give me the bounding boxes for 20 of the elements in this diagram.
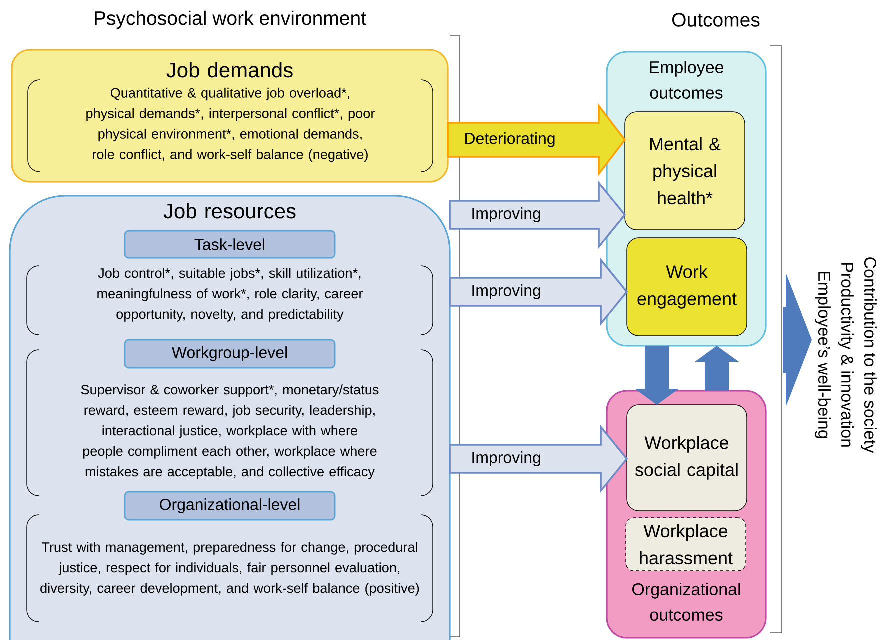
section-heading: Outcomes — [672, 13, 760, 27]
outcome-box: Work engagement — [626, 238, 748, 336]
block-arrow — [635, 346, 679, 405]
edge-label: Improving — [472, 208, 540, 222]
bracketed-text: Quantitative & qualitative job overload*, physical demands*, interpersonal conflict*, poor physical environment*, emotional demands, role conflict, and work-self balance (negative) — [28, 80, 434, 172]
bracketed-text: Job control*, suitable jobs*, skill utilization*, meaningfulness of work*, role clarity, career opportunity, novelty, and predictability — [26, 266, 434, 336]
outcome-box: Mental & physical health* — [624, 112, 746, 230]
outcome-box: Workplace social capital — [626, 404, 748, 512]
block-arrow — [695, 346, 740, 391]
section-heading: Psychosocial work environment — [95, 10, 366, 30]
edge-label: Improving — [472, 452, 540, 466]
level-box: Organizational-level — [124, 491, 336, 521]
outcome-box: Workplace harassment — [626, 518, 746, 572]
block-arrow — [783, 273, 812, 407]
level-box: Workgroup-level — [124, 339, 336, 369]
edge-label: Improving — [472, 284, 540, 300]
edge-label: Deteriorating — [466, 132, 555, 148]
rotated-text: Contribution to the society Productivity & innovation Employee’s well-being — [815, 258, 877, 454]
bracketed-text: Trust with management, preparedness for change, procedural justice, respect for individuals, fair personnel evaluation, diversity, career development, and work-self balance (positive) — [26, 514, 434, 622]
level-box: Task-level — [124, 230, 336, 259]
